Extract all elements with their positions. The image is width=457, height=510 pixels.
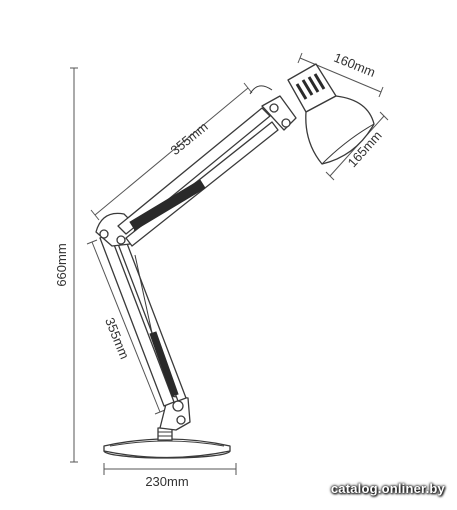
- lower-arm-dimension-line: [91, 241, 161, 413]
- top-joint: [249, 85, 297, 131]
- upper-arm: [117, 107, 279, 247]
- shade-bell: [305, 95, 375, 165]
- top-joint-pivot-b: [281, 118, 291, 128]
- upper-arm-dimension-tick-b: [243, 82, 253, 94]
- shade-top-dimension-line: [299, 57, 382, 93]
- lower-arm-spring-rod: [134, 254, 153, 334]
- shade-vent-slots: [295, 73, 326, 100]
- base-top-edge: [109, 440, 225, 447]
- upper-arm-dimension-line: [94, 87, 249, 216]
- lower-arm-dimension-label: 355mm: [102, 315, 132, 361]
- upper-arm-dimension-label: 355mm: [168, 119, 211, 158]
- watermark-text: catalog.onliner.by: [330, 481, 445, 496]
- top-joint-loop: [249, 85, 273, 95]
- lower-arm-dimension-tick-b: [154, 409, 166, 415]
- lower-joint-pivot: [172, 400, 184, 412]
- elbow-pivot-a: [99, 229, 109, 239]
- top-joint-pivot-a: [269, 103, 279, 113]
- base-body: [103, 438, 231, 459]
- lamp-drawing: [95, 63, 375, 459]
- lower-arm-rod-b: [114, 232, 187, 402]
- height-dimension-label: 660mm: [54, 243, 69, 286]
- shade-top-dimension-tick-b: [378, 86, 384, 98]
- lower-arm-spring: [149, 331, 179, 397]
- lamp-shade: [287, 63, 375, 165]
- lower-arm-dimension-tick-a: [86, 239, 98, 245]
- shade-side-dimension-tick-b: [325, 171, 335, 181]
- base-dimension-label: 230mm: [145, 474, 188, 489]
- lower-joint-pivot-2: [176, 415, 186, 425]
- shade-top-dimension-tick-a: [297, 52, 303, 64]
- elbow-pivot-b: [116, 235, 126, 245]
- base-dimension: 230mm: [103, 463, 237, 489]
- shade-top-dimension-label: 160mm: [332, 50, 378, 80]
- upper-arm-rod-a: [117, 107, 271, 235]
- lower-arm: [99, 232, 187, 407]
- height-dimension: 660mm: [54, 67, 78, 463]
- lamp-base: [103, 427, 231, 459]
- shade-side-dimension-tick-a: [379, 111, 389, 121]
- upper-arm-dimension-tick-a: [90, 209, 100, 221]
- upper-arm-spring: [129, 179, 206, 231]
- shade-rim: [321, 123, 375, 165]
